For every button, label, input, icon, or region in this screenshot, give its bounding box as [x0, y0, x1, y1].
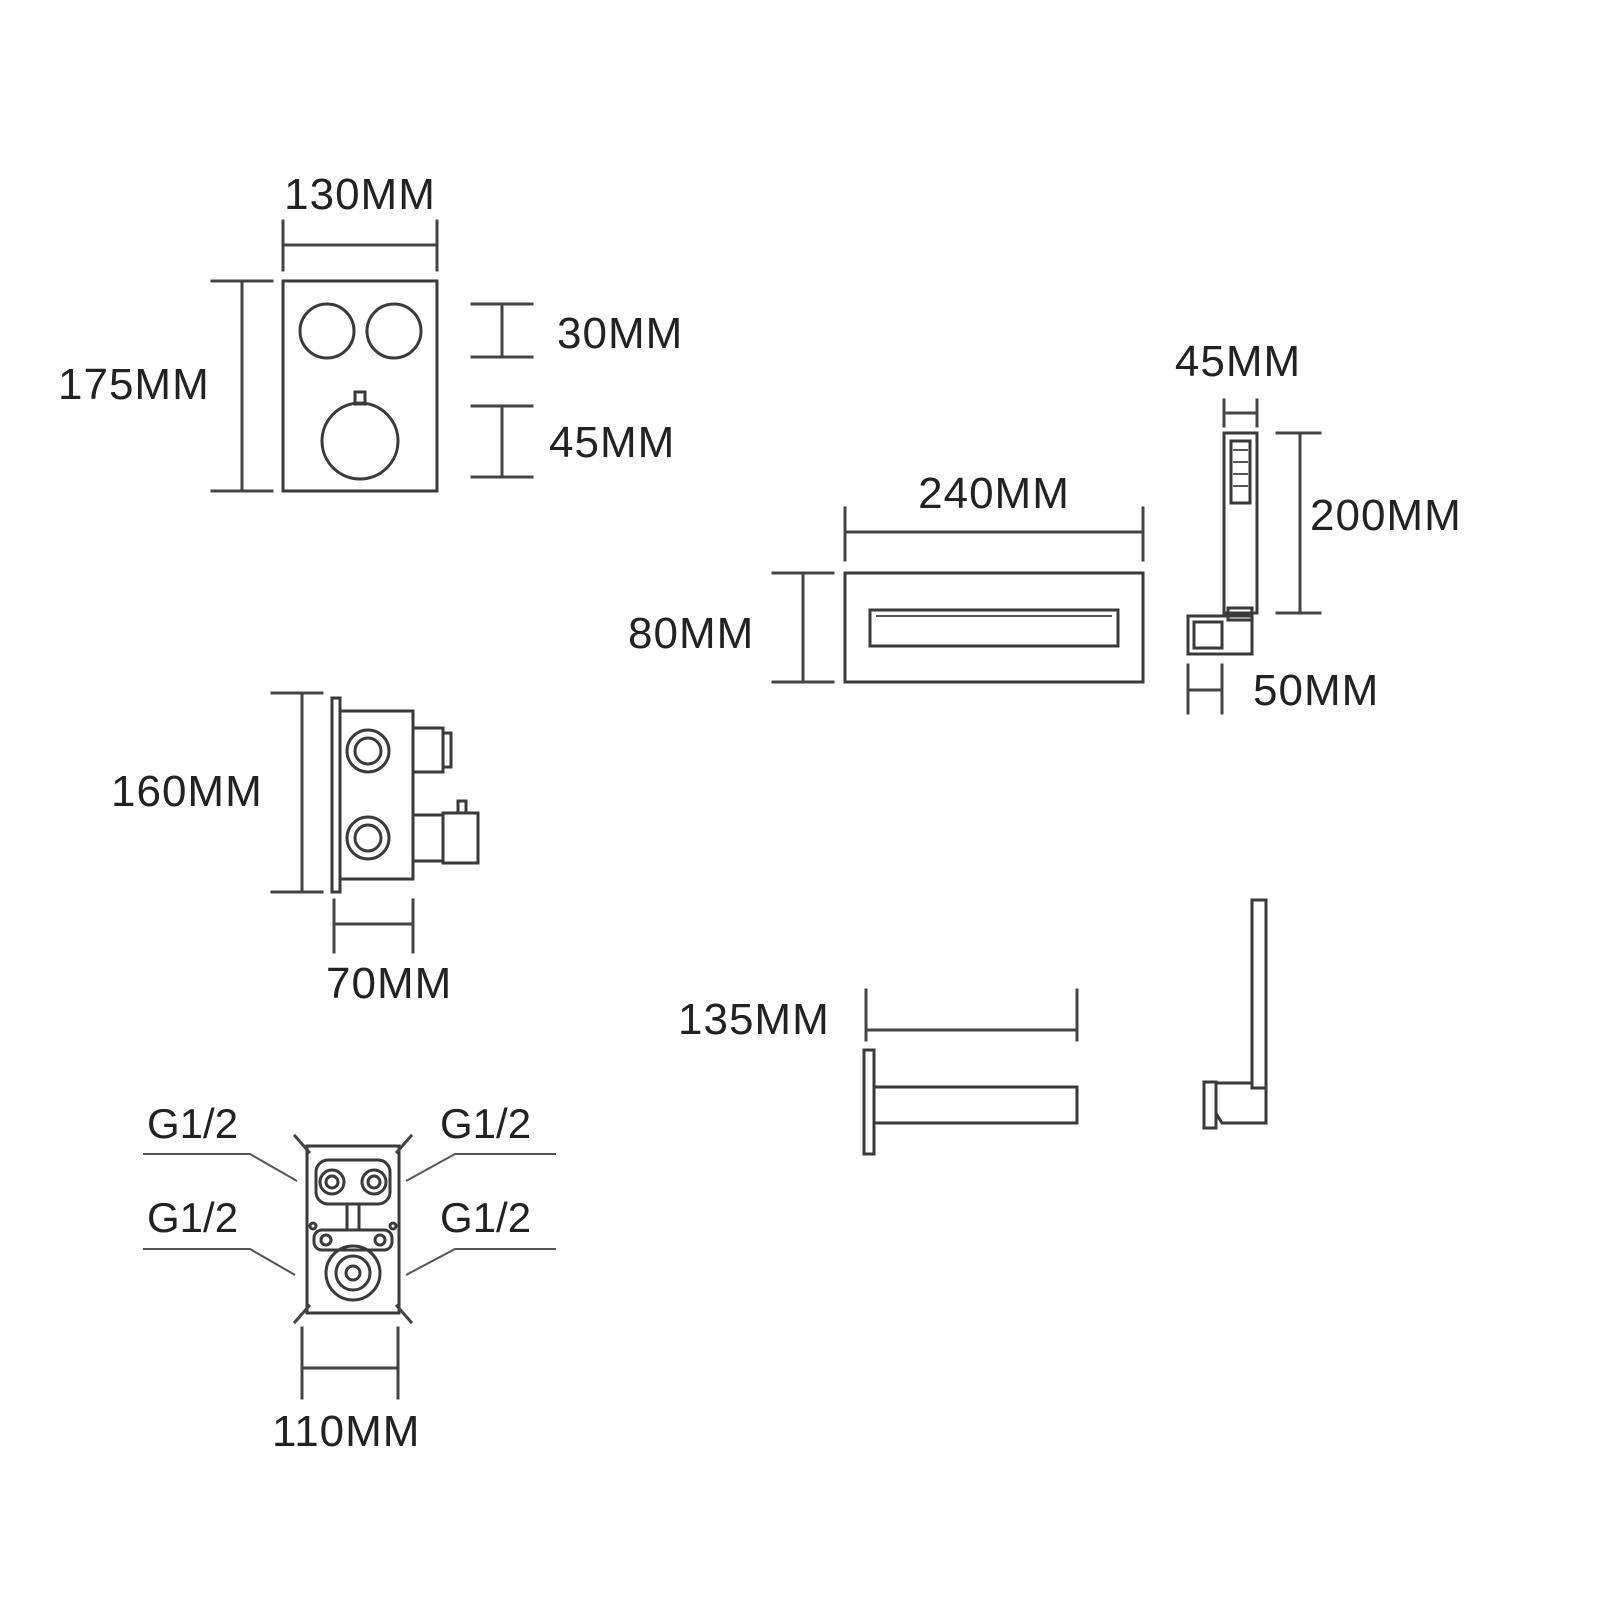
handshower-front — [1186, 431, 1259, 656]
spout-outlet — [868, 608, 1120, 648]
valve-body — [338, 709, 415, 881]
small-knob-right — [365, 302, 423, 360]
port-label-top-left: G1/2 — [147, 1100, 238, 1147]
panel-height-dimension — [210, 279, 274, 493]
spout-side-view — [862, 1048, 1079, 1156]
valve-depth-dimension — [332, 898, 415, 954]
port-label-bottom-right: G1/2 — [440, 1194, 531, 1241]
valve-outlet-lower — [411, 813, 445, 863]
handshower-length-dimension — [1275, 431, 1322, 615]
small-knob-label: 30MM — [557, 309, 683, 358]
valve-depth-label: 70MM — [326, 959, 452, 1008]
panel-height-label: 175MM — [58, 360, 210, 409]
spout-face — [843, 571, 1145, 684]
spout-front — [843, 571, 1145, 684]
spout-projection-dimension — [864, 988, 1079, 1042]
holder-dimension — [1186, 663, 1224, 715]
valve-back-width-dimension — [300, 1326, 400, 1400]
port-label-top-right: G1/2 — [440, 1100, 531, 1147]
control-panel-front — [281, 279, 439, 493]
port-leader-top-left — [143, 1153, 298, 1182]
spout-projection-label: 135MM — [678, 995, 830, 1044]
handshower-side-view — [1202, 898, 1268, 1130]
handle-width-label: 45MM — [1175, 337, 1301, 386]
port-leader-bottom-left — [143, 1248, 296, 1276]
handshower-length-label: 200MM — [1310, 491, 1462, 540]
port-leader-top-right — [405, 1153, 556, 1182]
panel-plate — [281, 279, 439, 493]
panel-width-label: 130MM — [284, 170, 436, 219]
valve-side-view — [330, 696, 480, 894]
large-knob-dimension — [470, 404, 534, 479]
valve-outlet-upper — [411, 726, 445, 774]
valve-height-dimension — [270, 691, 324, 894]
small-knob-left — [298, 302, 356, 360]
holder-label: 50MM — [1253, 666, 1379, 715]
handshower-handle — [1222, 431, 1259, 615]
spout-width-label: 240MM — [918, 469, 1070, 518]
valve-height-label: 160MM — [111, 767, 263, 816]
spout-width-dimension — [843, 506, 1145, 562]
large-knob-label: 45MM — [549, 418, 675, 467]
port-label-bottom-left: G1/2 — [147, 1194, 238, 1241]
spout-height-dimension — [771, 571, 835, 684]
small-knob-dimension — [470, 302, 534, 359]
valve-back-width-label: 110MM — [272, 1407, 420, 1456]
handshower-side-handle — [1250, 898, 1268, 1090]
handle-width-dimension — [1222, 398, 1259, 428]
panel-width-dimension — [281, 219, 439, 272]
spout-height-label: 80MM — [628, 609, 754, 658]
spout-arm — [872, 1085, 1079, 1125]
valve-back-view — [292, 1133, 414, 1325]
port-leader-bottom-right — [405, 1248, 556, 1276]
handshower-side-holder — [1212, 1081, 1268, 1125]
thermostat-knob-marker — [353, 390, 367, 406]
handshower-head — [1229, 439, 1252, 505]
